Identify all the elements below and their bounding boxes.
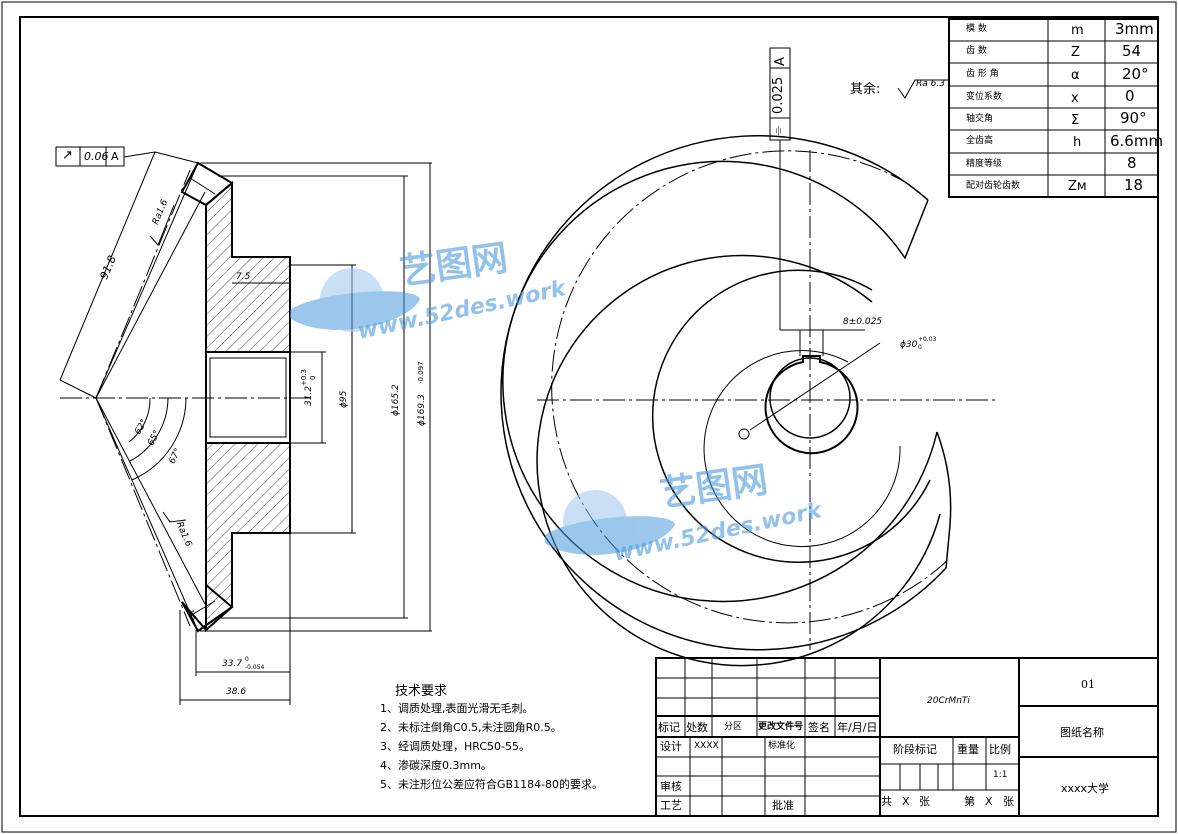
tb-zhang2: X [985, 795, 993, 808]
param-value: 90° [1120, 109, 1147, 127]
tb-nyr: 年/月/日 [837, 721, 878, 734]
tb-material: 20CrMnTi [927, 696, 970, 706]
dim-7-5: 7.5 [236, 272, 251, 282]
param-label: 齿 数 [966, 46, 987, 56]
tb-zhongliang: 重量 [957, 743, 979, 756]
dim-169-3: ϕ169.3 [417, 394, 427, 426]
param-label: 精度等级 [966, 159, 1003, 169]
tb-drawing-name: 图纸名称 [1060, 726, 1104, 739]
dim-33-7-tol-l: -0.054 [245, 664, 265, 671]
tb-bili: 比例 [989, 743, 1011, 756]
param-symbol: m [1071, 23, 1084, 38]
param-symbol: Z [1071, 45, 1080, 60]
dim-38-6: 38.6 [226, 687, 247, 697]
param-value: 6.6mm [1110, 132, 1164, 150]
tb-drawing-no: 01 [1081, 678, 1095, 691]
param-label: 变位系数 [966, 92, 1003, 102]
param-label: 模 数 [966, 24, 987, 34]
dim-95: ϕ95 [339, 390, 349, 408]
tech-item: 3、经调质处理，HRC50-55。 [380, 740, 531, 753]
tech-item: 1、调质处理,表面光滑无毛刺。 [380, 702, 534, 715]
runout-datum: A [111, 150, 119, 163]
datum-frame [769, 47, 791, 330]
dim-bore: 31.2 [304, 385, 314, 406]
tech-item: 2、未标注倒角C0.5,未注圆角R0.5。 [380, 721, 562, 734]
dim-33-7-tol-u: 0 [245, 656, 249, 663]
param-label: 配对齿轮齿数 [966, 181, 1021, 191]
param-table [948, 18, 1159, 198]
tb-di: 第 [964, 795, 975, 808]
param-value: 3mm [1115, 20, 1154, 38]
dim-165-2: ϕ165.2 [391, 384, 401, 416]
tb-zhang1: X [902, 795, 910, 808]
tb-jieduan: 阶段标记 [893, 743, 937, 756]
tb-gongyi: 工艺 [660, 799, 682, 812]
tb-designer: XXXX [694, 741, 719, 751]
surface-rest-label: 其余: [850, 82, 881, 97]
datum-tol-value: 0.025 [771, 76, 786, 114]
param-symbol: α [1071, 68, 1080, 83]
datum-letter: A [773, 57, 788, 66]
tb-shenhe: 审核 [660, 780, 682, 793]
param-symbol: x [1071, 91, 1079, 106]
watermark-globe [290, 268, 675, 555]
title-block [655, 657, 1159, 817]
tech-title: 技术要求 [395, 684, 448, 699]
param-label: 齿 形 角 [966, 69, 999, 79]
tb-gong: 共 [881, 795, 892, 808]
tech-item: 5、未注形位公差应符合GB1184-80的要求。 [380, 778, 604, 791]
param-symbol: Σ [1071, 113, 1080, 128]
tb-school: xxxx大学 [1061, 782, 1110, 795]
tb-gengai: 更改文件号 [758, 722, 804, 732]
dim-bore-tol-l: 0 [309, 375, 317, 380]
tb-fenqu: 分区 [724, 722, 743, 732]
tb-biaozhunhua: 标准化 [768, 741, 796, 751]
tb-sheji: 设计 [660, 740, 682, 753]
dim-33-7: 33.7 [222, 659, 243, 669]
tb-biaoji: 标记 [658, 721, 680, 734]
param-label: 全齿高 [966, 136, 994, 146]
tb-pizhun: 批准 [772, 799, 794, 812]
symmetry-symbol: ⌯ [771, 125, 786, 136]
runout-frame [55, 146, 125, 167]
tb-zhang-lbl2: 张 [1003, 795, 1014, 808]
section-view [59, 151, 432, 705]
tb-scale: 1:1 [993, 770, 1008, 780]
param-value: 54 [1122, 42, 1142, 60]
param-value: 8 [1127, 154, 1137, 172]
front-view [500, 135, 998, 667]
param-symbol: Zм [1068, 179, 1087, 194]
param-value: 0 [1125, 87, 1135, 105]
dim-keyway: 8±0.025 [843, 317, 883, 327]
tech-item: 4、渗碳深度0.3mm。 [380, 759, 492, 772]
dim-169-3-tol: -0.097 [417, 361, 425, 384]
inner-border [19, 16, 1159, 817]
dim-bore-d-tol-u: +0.03 [918, 336, 937, 343]
param-symbol: h [1073, 135, 1082, 150]
dim-bore-d-tol-l: 0 [918, 344, 922, 351]
tb-qianming: 签名 [808, 721, 830, 734]
param-value: 20° [1122, 65, 1149, 83]
dim-bore-tol-u: +0.3 [300, 369, 308, 386]
tb-chushu: 处数 [686, 721, 708, 734]
runout-value: 0.06 [84, 150, 109, 163]
param-value: 18 [1124, 176, 1144, 194]
runout-symbol: ↗ [62, 148, 73, 163]
surface-rest-value: Ra 6.3 [916, 79, 945, 89]
param-label: 轴交角 [966, 114, 994, 124]
tb-zhang-lbl1: 张 [919, 795, 930, 808]
dim-bore-d: ϕ30 [900, 340, 918, 350]
